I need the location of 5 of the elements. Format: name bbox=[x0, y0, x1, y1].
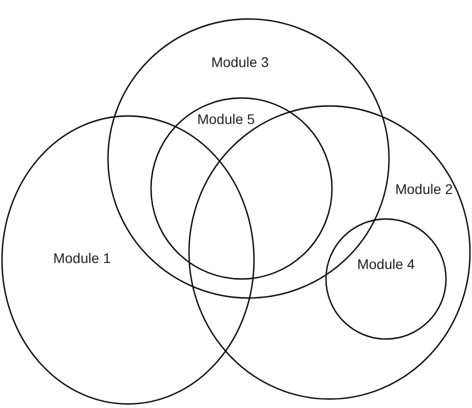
circle-label: Module 2 bbox=[394, 181, 454, 198]
circle-label: Module 1 bbox=[52, 250, 112, 267]
circle-label: Module 4 bbox=[356, 256, 416, 273]
circle-label: Module 5 bbox=[196, 111, 256, 128]
circle-label: Module 3 bbox=[210, 54, 270, 71]
